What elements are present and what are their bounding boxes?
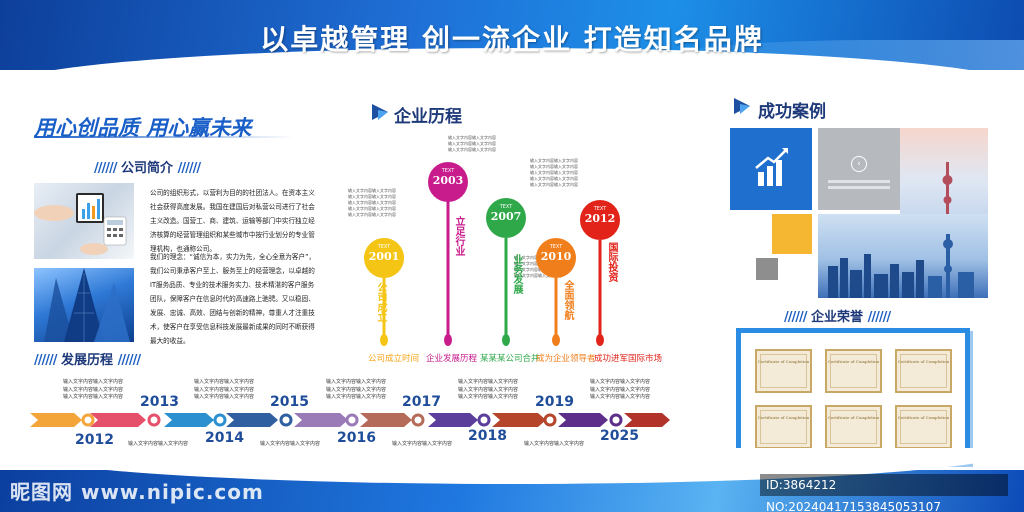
timeline-text-block: 输入文字内容输入文字内容输入文字内容输入文字内容输入文字内容输入文字内容 [194, 379, 255, 400]
growth-chart-icon [755, 148, 788, 186]
intro-heading: ////// 公司简介 ////// [94, 157, 201, 176]
milestone-pin [580, 200, 620, 346]
timeline-arrow-segment [164, 413, 214, 427]
intro-paragraph-2: 我们的理念：“诚信为本，实力为先，全心全意为客户”，我们公司秉承客户至上、服务至… [150, 253, 316, 345]
slogan-underline [34, 136, 294, 138]
pin-vertical-label: 业务发展 [511, 254, 522, 294]
cases-section-title: 成功案例 [758, 102, 826, 122]
history-section-title: 企业历程 [394, 107, 462, 127]
milestone-caption: 公司成立时间 [368, 354, 420, 364]
timeline-arrow-segment [558, 413, 608, 427]
timeline-text-block: 输入文字内容输入文字内容输入文字内容输入文字内容输入文字内容输入文字内容 [63, 379, 124, 400]
pin-vertical-label: 公司成立 [375, 282, 386, 322]
pin-2001-badge: TEXT 2001 [368, 244, 400, 263]
timeline-text-block: 输入文字内容输入文字内容输入文字内容输入文字内容输入文字内容输入文字内容 [590, 379, 651, 400]
pin-vertical-label: 全面领航 [562, 280, 573, 320]
timeline-node [279, 413, 293, 427]
milestone-caption: 成功进军国际市场 [594, 354, 663, 364]
intro-paragraph-1: 公司的组织形式，以营利为目的的社团法人。在资本主义社会获得高度发展。我国在建国后… [150, 189, 315, 253]
building-photo [34, 268, 134, 342]
slash-decor-icon: ////// [34, 353, 57, 368]
timeline-text-block: 输入文字内容输入文字内容输入文字内容输入文字内容输入文字内容输入文字内容 [326, 379, 387, 400]
slash-decor-icon: ////// [94, 161, 117, 176]
timeline-year: 2019 [535, 394, 574, 410]
pin-2012-badge: TEXT 2012 [584, 206, 616, 225]
timeline-year: 2025 [600, 428, 639, 444]
certificate-card: Certificate of Completion [755, 405, 812, 449]
play-arrow-icon [372, 104, 388, 120]
pin-vertical-label: 立足行业 [453, 216, 464, 256]
certificate-card: Certificate of Completion [895, 405, 952, 449]
timeline-text-block: 输入文字内容输入文字内容输入文字内容输入文字内容输入文字内容输入文字内容 [458, 379, 519, 400]
business-photo [34, 183, 134, 259]
timeline-arrow-segment [90, 413, 146, 427]
sky-photo [900, 128, 988, 214]
history-heading: ////// 发展历程 ////// [34, 349, 141, 368]
watermark-id: ID:3864212 NO:20240417153845053107 [760, 474, 1008, 512]
certificate-card: Certificate of Completion [825, 405, 882, 449]
tower-silhouette [942, 162, 953, 214]
honor-heading-label: 企业荣誉 [811, 310, 864, 325]
pin-2010-badge: TEXT 2010 [540, 244, 572, 263]
filler-text: 输入文字内容输入文字内容输入文字内容输入文字内容输入文字内容输入文字内容 [448, 135, 496, 152]
timeline-arrow-segment [30, 413, 82, 427]
timeline-year: 2016 [337, 430, 376, 446]
certificate-card: Certificate of Completion [755, 349, 812, 393]
filler-text: 输入文字内容输入文字内容输入文字内容输入文字内容输入文字内容输入文字内容输入文字… [348, 188, 396, 217]
timeline-year: 2018 [468, 428, 507, 444]
milestone-caption: 成为企业领导者 [536, 354, 596, 364]
pin-vertical-label: 国际投资 [606, 242, 617, 282]
milestone-pins [364, 162, 620, 346]
timeline-year: 2014 [205, 430, 244, 446]
slash-decor-icon: ////// [867, 310, 891, 325]
timeline-arrow-segment [360, 413, 412, 427]
certificate-card: Certificate of Completion [895, 349, 952, 393]
filler-text: 输入文字内容输入文字内容输入文字内容输入文字内容输入文字内容输入文字内容输入文字… [530, 158, 578, 187]
timeline-node [477, 413, 491, 427]
milestone-caption: 企业发展历程 [426, 354, 478, 364]
milestone-pin [486, 198, 526, 346]
timeline-arrow-segment [428, 413, 478, 427]
milestone-pin [536, 238, 576, 346]
gray-square-tile [756, 258, 778, 280]
page-title: 以卓越管理 创一流企业 打造知名品牌 [260, 23, 764, 56]
play-arrow-icon [734, 98, 750, 114]
milestone-caption: 某某某公司合并 [480, 354, 540, 364]
slash-decor-icon: ////// [117, 353, 141, 368]
slash-decor-icon: ////// [177, 161, 201, 176]
history-timeline-strip [30, 413, 670, 427]
slash-decor-icon: ////// [784, 310, 807, 325]
milestone-pin [428, 162, 468, 346]
timeline-year: 2015 [270, 394, 309, 410]
timeline-year: 2012 [75, 432, 114, 448]
timeline-node [147, 413, 161, 427]
timeline-node [411, 413, 425, 427]
history-heading-label: 发展历程 [61, 353, 114, 368]
timeline-arrow-segment [294, 413, 348, 427]
milestone-pin [364, 238, 404, 346]
chevron-left-icon[interactable]: ‹ [851, 156, 867, 172]
pin-2007-badge: TEXT 2007 [490, 204, 522, 223]
certificates-frame: Certificate of Completion Certificate of… [736, 328, 970, 464]
timeline-year: 2013 [140, 394, 179, 410]
timeline-node [345, 413, 359, 427]
pin-2003-badge: TEXT 2003 [432, 168, 464, 187]
city-skyline [828, 234, 974, 298]
certificate-card: Certificate of Completion [825, 349, 882, 393]
timeline-arrow-segment [226, 413, 278, 427]
timeline-node [213, 413, 227, 427]
gray-info-tile: ‹ [818, 128, 900, 210]
intro-heading-label: 公司简介 [121, 161, 174, 176]
timeline-node [543, 413, 557, 427]
honor-heading: ////// 企业荣誉 ////// [784, 306, 891, 325]
timeline-node [81, 413, 95, 427]
timeline-year: 2017 [402, 394, 441, 410]
yellow-tile [772, 214, 812, 254]
timeline-arrow-segment [624, 413, 670, 427]
watermark-site: 昵图网 www.nipic.com [10, 480, 264, 504]
timeline-node [609, 413, 623, 427]
city-photo [818, 214, 988, 298]
timeline-arrow-segment [492, 413, 546, 427]
growth-tile [730, 128, 812, 210]
